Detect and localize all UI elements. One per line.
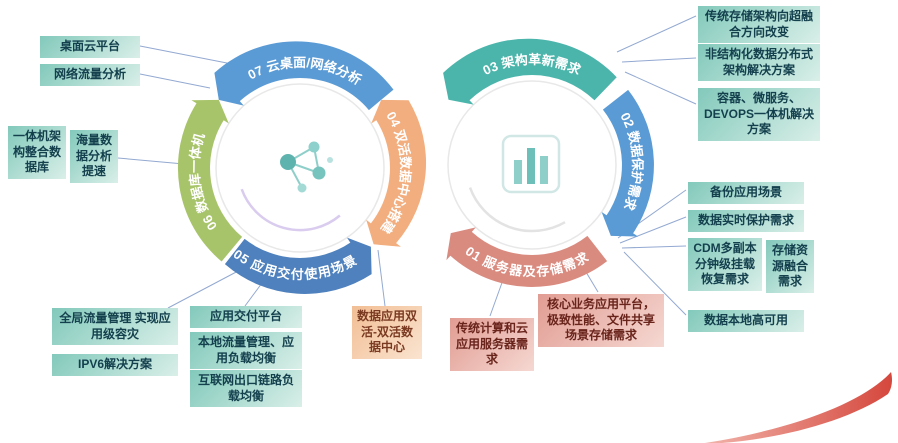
segment-04-arc bbox=[366, 99, 427, 247]
callout-desktop-cloud: 桌面云平台 bbox=[40, 36, 140, 58]
red-swoosh-decoration bbox=[705, 372, 892, 443]
callout-ipv6: IPV6解决方案 bbox=[52, 354, 178, 376]
callout-container-devops: 容器、微服务、DEVOPS一体机解决方案 bbox=[698, 88, 820, 141]
callout-local-traffic: 本地流量管理、应用负载均衡 bbox=[190, 332, 302, 370]
callout-storage-fusion: 存储资源融合需求 bbox=[766, 240, 814, 293]
callout-internet-link: 互联网出口链路负载均衡 bbox=[190, 370, 302, 408]
connector-local-ha bbox=[623, 251, 687, 316]
segment-02-arc bbox=[601, 89, 654, 237]
connector-realtime bbox=[619, 216, 687, 244]
left-wheel: 07 云桌面/网络分析 06 数据库一体机 05 应用交付使用场景 04 双活数… bbox=[177, 41, 427, 294]
callout-traditional-compute: 传统计算和云应用服务器需求 bbox=[450, 318, 534, 371]
connector-unstructured bbox=[621, 57, 697, 63]
network-nodes-icon bbox=[280, 141, 333, 193]
segment-07-arc bbox=[214, 41, 394, 111]
segment-03-arc bbox=[443, 38, 617, 105]
right-wheel: 03 架构革新需求 02 数据保护需求 01 服务器及存储需求 bbox=[443, 38, 654, 287]
left-hub-decor-arc bbox=[240, 188, 341, 232]
callout-local-ha: 数据本地高可用 bbox=[688, 310, 804, 332]
left-hub-circle bbox=[215, 83, 385, 253]
connector-app-delivery bbox=[244, 282, 263, 307]
connector-hyperconverged bbox=[616, 15, 697, 53]
connector-container bbox=[624, 71, 697, 105]
callout-cdm-recovery: CDM多副本分钟级挂载恢复需求 bbox=[688, 238, 762, 291]
callout-aio-architecture: 一体机架构整合数据库 bbox=[8, 126, 66, 179]
callout-backup-scenario: 备份应用场景 bbox=[688, 182, 804, 204]
connector-massive-data bbox=[117, 157, 185, 165]
callout-network-flow: 网络流量分析 bbox=[40, 64, 140, 86]
callout-realtime-protection: 数据实时保护需求 bbox=[688, 210, 804, 232]
connector-cdm bbox=[621, 245, 687, 249]
connector-network-flow bbox=[139, 73, 211, 89]
connector-desktop-cloud bbox=[139, 45, 233, 65]
callout-hyperconverged: 传统存储架构向超融合方向改变 bbox=[698, 6, 820, 44]
bar-chart-icon bbox=[501, 134, 561, 194]
callout-app-delivery: 应用交付平台 bbox=[190, 306, 302, 328]
callout-global-traffic: 全局流量管理 实现应用级容灾 bbox=[52, 308, 178, 346]
callout-unstructured: 非结构化数据分布式架构解决方案 bbox=[698, 44, 820, 82]
connector-global-traffic bbox=[167, 269, 241, 309]
callout-massive-data: 海量数据分析提速 bbox=[70, 130, 118, 183]
segment-06-arc bbox=[177, 99, 243, 262]
right-hub-decor-arc bbox=[468, 187, 566, 233]
connector-dual-active bbox=[377, 249, 386, 307]
callout-core-business: 核心业务应用平台，极致性能、文件共享场景存储需求 bbox=[538, 294, 664, 347]
segment-01-arc bbox=[446, 227, 608, 287]
callout-dual-active: 数据应用双活-双活数据中心 bbox=[352, 306, 422, 359]
segment-05-arc bbox=[224, 237, 372, 294]
